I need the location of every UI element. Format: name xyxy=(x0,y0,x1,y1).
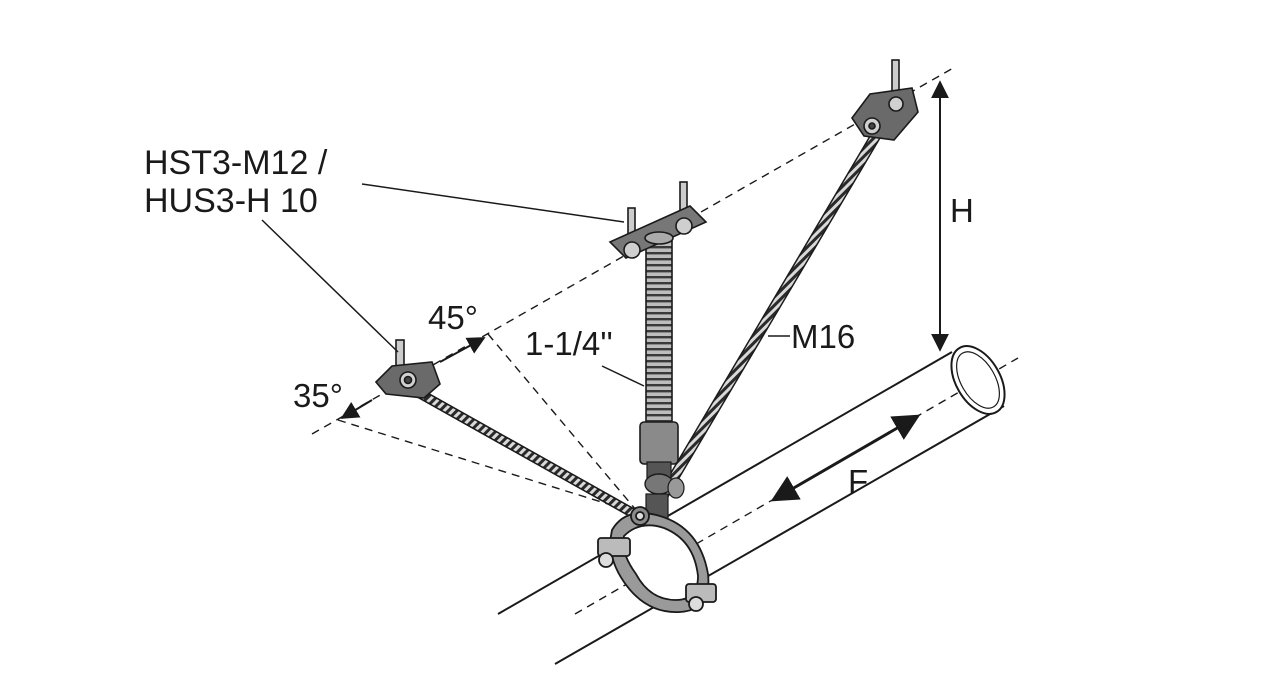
leader-anchor-center xyxy=(361,183,625,223)
anchor-bracket-right xyxy=(851,59,919,141)
angle-35-arrow xyxy=(340,399,373,419)
angle-45-reference-line xyxy=(487,333,637,511)
anchor-plate-center xyxy=(608,181,708,259)
angle-45-label: 45° xyxy=(428,299,478,336)
force-label: F xyxy=(848,463,868,500)
leader-pipe-size xyxy=(601,365,645,387)
pipe xyxy=(497,345,1006,665)
tube-sleeve xyxy=(639,421,679,465)
threaded-rod-m16 xyxy=(658,126,884,500)
anchor-bracket-left xyxy=(374,339,441,399)
pipe-size-label: 1-1/4'' xyxy=(525,325,613,362)
leader-lines xyxy=(261,183,790,387)
vertical-tube xyxy=(639,235,685,521)
angle-35-label: 35° xyxy=(293,377,343,414)
threaded-rod-left xyxy=(405,383,643,521)
dimension-arrows xyxy=(340,80,949,502)
anchor-label-line1: HST3-M12 / xyxy=(144,144,328,182)
anchor-label-line2: HUS3-H 10 xyxy=(144,182,318,220)
force-arrow xyxy=(770,414,921,502)
leader-anchor-left xyxy=(261,219,399,353)
pipe-clamp xyxy=(597,506,717,613)
angle-35-reference-line xyxy=(337,419,641,515)
height-label: H xyxy=(950,192,974,229)
angle-45-arrow xyxy=(439,337,486,363)
rod-size-label: M16 xyxy=(791,318,855,355)
pipe-end xyxy=(950,345,1006,415)
